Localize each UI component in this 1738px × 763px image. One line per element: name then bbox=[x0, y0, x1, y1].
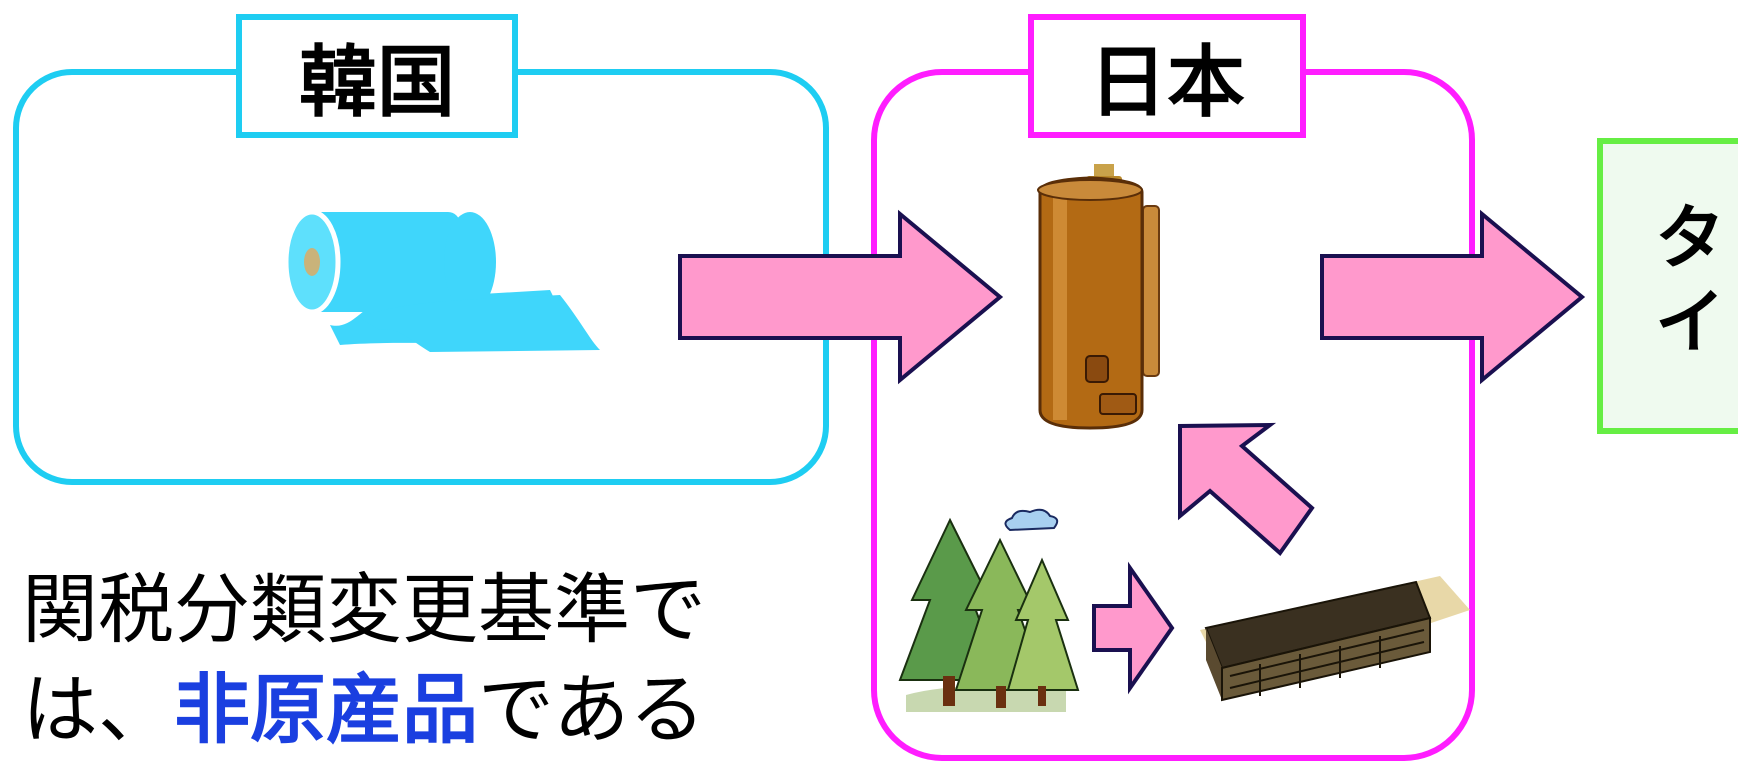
forest-icon bbox=[898, 508, 1080, 712]
arrow-forest-to-lumber bbox=[1092, 561, 1175, 695]
water-heater-icon bbox=[1037, 164, 1160, 430]
thailand-region: タイ bbox=[1597, 138, 1738, 434]
japan-title: 日本 bbox=[1028, 14, 1306, 138]
paper-roll-icon bbox=[283, 209, 600, 352]
caption-line-2: は、非原産品である bbox=[22, 660, 852, 760]
lumber-stack-icon bbox=[1200, 576, 1470, 702]
arrow-japan-to-thailand bbox=[1320, 209, 1586, 385]
caption-highlight: 非原産品 bbox=[174, 665, 478, 754]
arrow-lumber-to-heater bbox=[1178, 422, 1315, 556]
caption-line-2-prefix: は、 bbox=[22, 665, 174, 754]
caption-line-2-suffix: である bbox=[478, 665, 706, 754]
caption-line-1: 関税分類変更基準で bbox=[22, 565, 706, 654]
caption-text: 関税分類変更基準で は、非原産品である bbox=[22, 560, 852, 760]
arrow-korea-to-japan bbox=[678, 209, 1004, 385]
korea-title: 韓国 bbox=[236, 14, 518, 138]
thailand-title: タイ bbox=[1655, 197, 1725, 363]
